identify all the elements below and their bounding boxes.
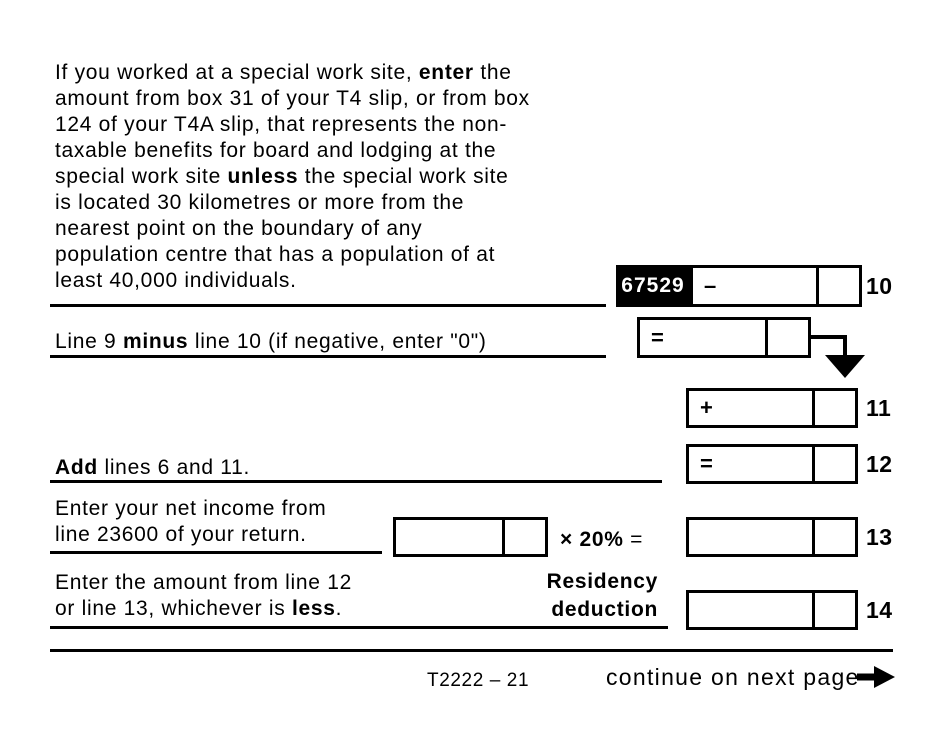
cents-divider <box>812 593 815 627</box>
line11-amount-input[interactable]: + <box>689 391 812 425</box>
lesser-amount-label: Enter the amount from line 12 or line 13… <box>55 570 352 622</box>
line11-cents-input[interactable] <box>815 391 855 425</box>
paragraph-line: least 40,000 individuals. <box>55 269 297 292</box>
line11-number: 11 <box>866 395 892 421</box>
result-field-box: = <box>637 317 811 358</box>
net-income-label: Enter your net income from line 23600 of… <box>55 496 326 548</box>
net-income-amount-input[interactable] <box>396 520 502 554</box>
net-income-field-box <box>393 517 548 557</box>
line11-field-box: + <box>686 388 858 428</box>
line14-field-box <box>686 590 858 630</box>
line12-equals-operator: = <box>700 451 714 476</box>
paragraph-line: population centre that has a population … <box>55 243 496 266</box>
cents-divider <box>812 520 815 554</box>
down-arrow-icon <box>811 335 865 378</box>
paragraph-line: taxable benefits for board and lodging a… <box>55 139 497 162</box>
add-lines-underline <box>50 480 662 483</box>
line12-cents-input[interactable] <box>815 447 855 481</box>
paragraph-underline <box>50 304 606 307</box>
cents-divider <box>812 447 815 481</box>
paragraph-line: is located 30 kilometres or more from th… <box>55 191 465 214</box>
paragraph-line: 124 of your T4A slip, that represents th… <box>55 113 508 136</box>
lesser-amount-label-line1: Enter the amount from line 12 <box>55 571 352 594</box>
net-income-cents-input[interactable] <box>505 520 545 554</box>
line13-cents-input[interactable] <box>815 520 855 554</box>
net-income-underline <box>50 551 382 554</box>
residency-deduction-label: Residency deduction <box>500 568 658 624</box>
line13-field-box <box>686 517 858 557</box>
multiplier-label: × 20% = <box>560 528 644 551</box>
lesser-amount-underline <box>50 626 668 629</box>
paragraph-line: special work site unless the special wor… <box>55 165 509 188</box>
line14-amount-input[interactable] <box>689 593 812 627</box>
line10-minus-operator: – <box>704 273 717 298</box>
line12-field-box: = <box>686 444 858 484</box>
add-lines-label: Add lines 6 and 11. <box>55 456 251 479</box>
line14-cents-input[interactable] <box>815 593 855 627</box>
result-equals-operator: = <box>651 324 665 350</box>
line10-number: 10 <box>866 273 893 299</box>
paragraph-line: nearest point on the boundary of any <box>55 217 423 240</box>
lesser-amount-label-line2: or line 13, whichever is less. <box>55 597 343 620</box>
line12-number: 12 <box>866 451 893 477</box>
net-income-label-line1: Enter your net income from <box>55 497 327 520</box>
line9-underline <box>50 355 606 358</box>
cents-divider <box>816 268 819 304</box>
line10-cents-input[interactable] <box>819 268 859 304</box>
footer-rule <box>50 649 893 652</box>
paragraph-line: amount from box 31 of your T4 slip, or f… <box>55 87 530 110</box>
residency-deduction-line1: Residency <box>546 570 658 593</box>
result-amount-input[interactable]: = <box>640 320 765 355</box>
line10-field-box: – <box>690 265 862 307</box>
form-code: T2222 – 21 <box>427 670 530 691</box>
cents-divider <box>812 391 815 425</box>
line13-number: 13 <box>866 524 893 550</box>
result-cents-input[interactable] <box>768 320 808 355</box>
paragraph-line: If you worked at a special work site, en… <box>55 61 512 84</box>
net-income-label-line2: line 23600 of your return. <box>55 523 307 546</box>
line14-number: 14 <box>866 597 893 623</box>
line10-code-box: 67529 <box>616 265 690 307</box>
continue-label: continue on next page <box>606 664 860 690</box>
line11-plus-operator: + <box>700 395 714 420</box>
line12-amount-input[interactable]: = <box>689 447 812 481</box>
cents-divider <box>502 520 505 554</box>
line13-amount-input[interactable] <box>689 520 812 554</box>
instruction-paragraph: If you worked at a special work site, en… <box>55 60 620 294</box>
cents-divider <box>765 320 768 355</box>
residency-deduction-line2: deduction <box>551 598 658 621</box>
right-arrow-icon <box>857 666 895 688</box>
line10-amount-input[interactable]: – <box>693 268 816 304</box>
line9-minus-label: Line 9 minus line 10 (if negative, enter… <box>55 330 487 353</box>
line10-code: 67529 <box>621 274 685 297</box>
